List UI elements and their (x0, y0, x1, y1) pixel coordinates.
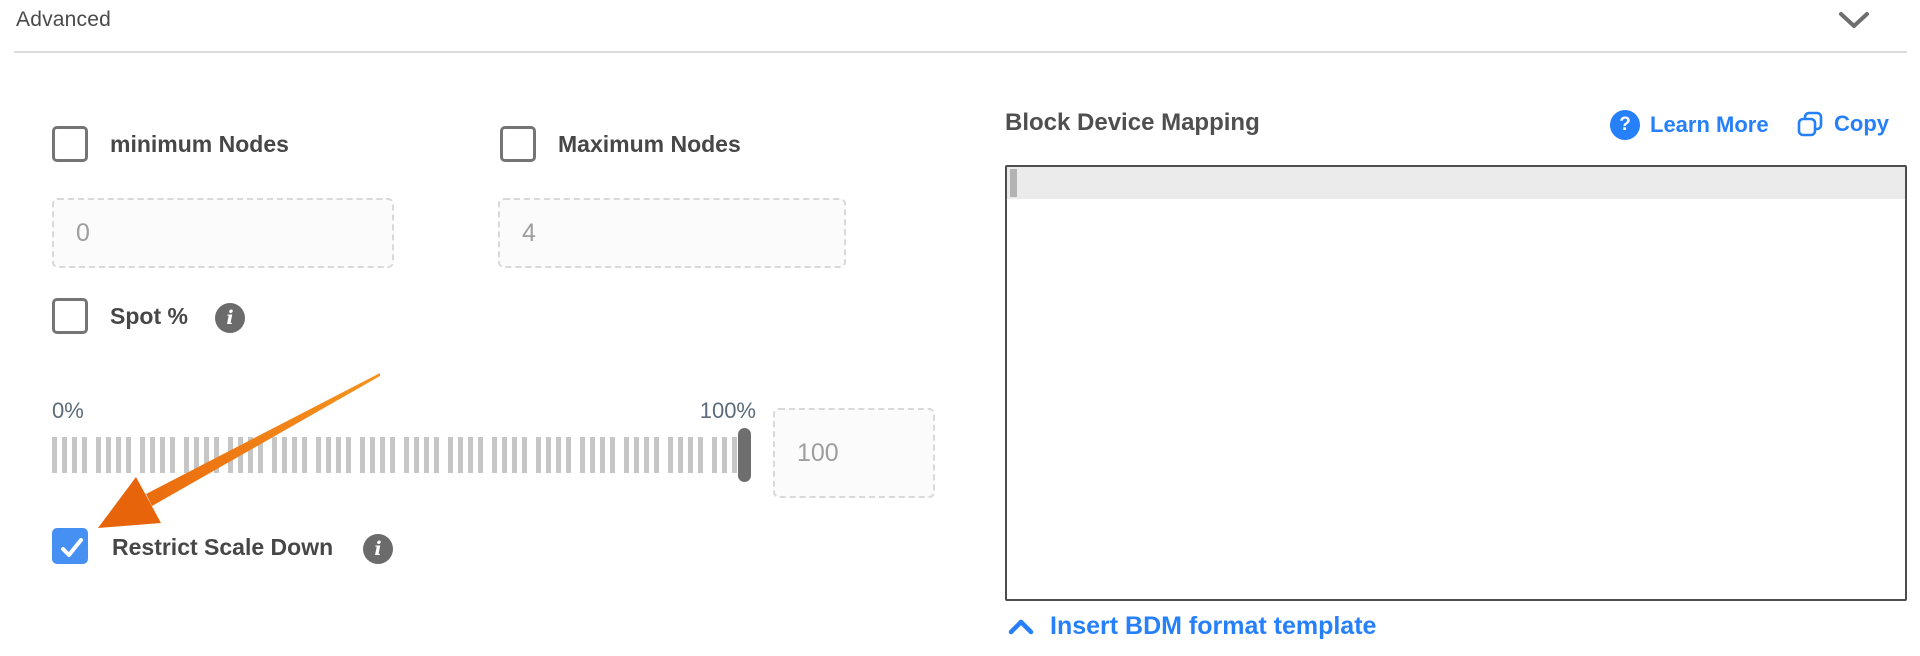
copy-label: Copy (1834, 111, 1889, 136)
maximum-nodes-checkbox[interactable] (500, 126, 536, 162)
restrict-scale-down-info-icon[interactable]: i (363, 534, 393, 564)
checkmark-icon (61, 538, 83, 557)
maximum-nodes-input[interactable] (498, 198, 846, 268)
slider-min-label: 0% (52, 398, 84, 423)
spot-info-icon[interactable]: i (215, 303, 245, 333)
copy-icon (1797, 111, 1823, 137)
section-title: Advanced (16, 8, 112, 31)
chevron-down-icon (1839, 12, 1869, 28)
restrict-scale-down-checkbox[interactable] (52, 528, 88, 564)
maximum-nodes-label: Maximum Nodes (558, 131, 741, 157)
bdm-editor-textarea[interactable] (1005, 165, 1907, 601)
spot-percent-input[interactable] (773, 408, 935, 498)
minimum-nodes-label: minimum Nodes (110, 131, 289, 157)
spot-percent-checkbox[interactable] (52, 298, 88, 334)
question-icon: ? (1610, 110, 1640, 140)
slider-max-label: 100% (699, 398, 756, 423)
restrict-scale-down-label: Restrict Scale Down (112, 534, 334, 560)
insert-bdm-template-label: Insert BDM format template (1050, 612, 1377, 640)
spot-percent-slider-handle[interactable] (738, 428, 751, 482)
spot-percent-label: Spot % (110, 303, 188, 329)
minimum-nodes-checkbox[interactable] (52, 126, 88, 162)
learn-more-label: Learn More (1650, 112, 1769, 137)
minimum-nodes-input[interactable] (52, 198, 394, 268)
copy-button[interactable]: Copy (1796, 110, 1889, 138)
bdm-title: Block Device Mapping (1005, 109, 1260, 136)
chevron-up-icon (1008, 619, 1034, 634)
spot-percent-slider-track[interactable] (52, 437, 756, 473)
header-divider (14, 51, 1907, 53)
learn-more-link[interactable]: ? Learn More (1610, 110, 1769, 140)
insert-bdm-template-link[interactable]: Insert BDM format template (1008, 612, 1376, 641)
collapse-section-button[interactable] (1838, 11, 1870, 31)
